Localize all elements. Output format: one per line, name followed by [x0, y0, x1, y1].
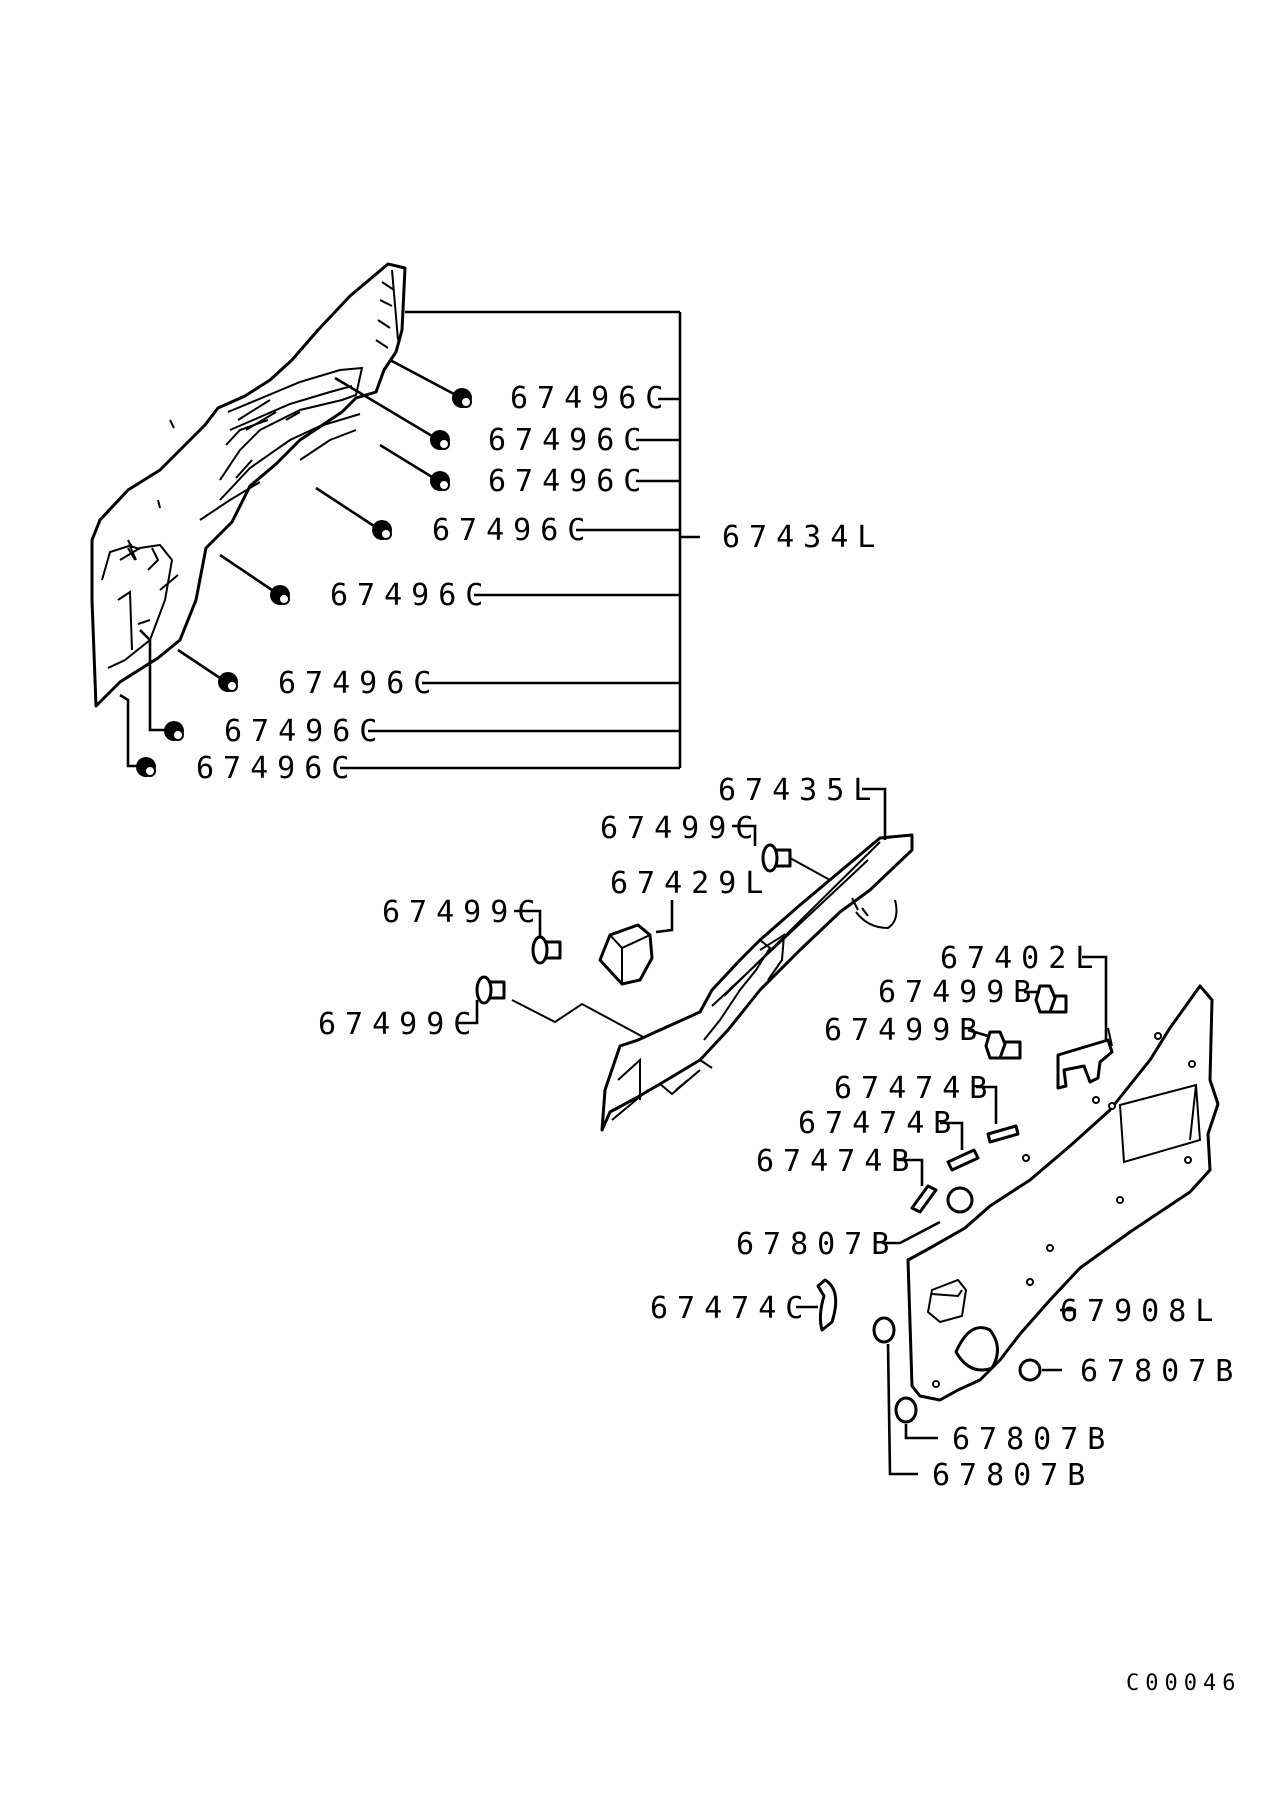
label-pad-b: 67474B: [798, 1106, 960, 1141]
label-clip-6: 67496C: [278, 666, 440, 701]
leader-cup: [655, 900, 674, 934]
clip-icon: [430, 471, 450, 491]
label-bolt-b: 67499B: [824, 1013, 986, 1048]
leader-bolt-b: [967, 1028, 989, 1038]
bolt-icon: [984, 1030, 1022, 1060]
label-pad-c: 67474B: [756, 1144, 918, 1179]
label-trim-upper: 67434L: [722, 520, 884, 555]
clip-icon: [452, 388, 472, 408]
screw-icon: [475, 975, 646, 1039]
seal-clip-icon: [816, 1278, 838, 1332]
clip-icon: [430, 430, 450, 450]
leader-trim-lower: [862, 787, 887, 840]
lower-trim-rail: [600, 833, 914, 1132]
label-cup: 67429L: [610, 866, 772, 901]
label-bolt-a: 67499B: [878, 975, 1040, 1010]
label-plug-c: 67807B: [952, 1422, 1114, 1457]
label-clip-5: 67496C: [330, 578, 492, 613]
bracket-part: [1056, 1027, 1114, 1090]
leader-plug-c: [904, 1424, 938, 1440]
screw-icon: [531, 935, 562, 965]
label-plug-b: 67807B: [1080, 1354, 1242, 1389]
pad-icon: [910, 1184, 938, 1214]
label-clip-4: 67496C: [432, 513, 594, 548]
clip-icons: [136, 388, 472, 777]
label-pad-a: 67474B: [834, 1071, 996, 1106]
leader-screw-c: [456, 1000, 479, 1025]
label-plug-a: 67807B: [736, 1227, 898, 1262]
label-screw-b: 67499C: [382, 895, 544, 930]
clip-icon: [270, 585, 290, 605]
upper-trim-panel: [90, 262, 407, 708]
label-clip-2: 67496C: [488, 423, 650, 458]
cup-holder: [598, 923, 654, 986]
clip-icon: [218, 672, 238, 692]
label-seal-clip: 67474C: [650, 1291, 812, 1326]
leader-screw-b: [514, 909, 542, 936]
leader-plug-d: [886, 1343, 918, 1476]
label-bracket: 67402L: [940, 941, 1102, 976]
label-clip-8: 67496C: [196, 751, 358, 786]
leader-pad-a: [976, 1085, 998, 1124]
bolt-icon: [1034, 984, 1068, 1014]
leader-pad-b: [940, 1121, 964, 1150]
plug-icon: [894, 1396, 918, 1424]
sealing-sheet: [906, 984, 1220, 1402]
label-screw-a: 67499C: [600, 811, 762, 846]
pad-icon: [986, 1124, 1020, 1144]
clip-icon: [164, 721, 184, 741]
plug-icon: [1018, 1358, 1042, 1382]
label-clip-7: 67496C: [224, 714, 386, 749]
drawing-code: C00046: [1126, 1671, 1241, 1696]
pad-icon: [946, 1148, 980, 1172]
label-plug-d: 67807B: [932, 1458, 1094, 1493]
screw-icon: [761, 843, 831, 881]
leader-pad-c: [898, 1158, 924, 1186]
label-sheet: 67908L: [1060, 1294, 1222, 1329]
clip-icon: [372, 520, 392, 540]
plug-icon: [872, 1316, 896, 1344]
leader-plug-a: [882, 1220, 941, 1245]
clip-icon: [136, 757, 156, 777]
label-clip-3: 67496C: [488, 464, 650, 499]
label-screw-c: 67499C: [318, 1007, 480, 1042]
trim-upper-bracket: [340, 310, 700, 770]
leader-screw-a: [732, 824, 757, 846]
clip-leaders: [119, 358, 455, 768]
plug-icon: [946, 1186, 974, 1214]
leader-bracket: [1082, 955, 1108, 1040]
label-trim-lower: 67435L: [718, 773, 880, 808]
label-clip-1: 67496C: [510, 381, 672, 416]
